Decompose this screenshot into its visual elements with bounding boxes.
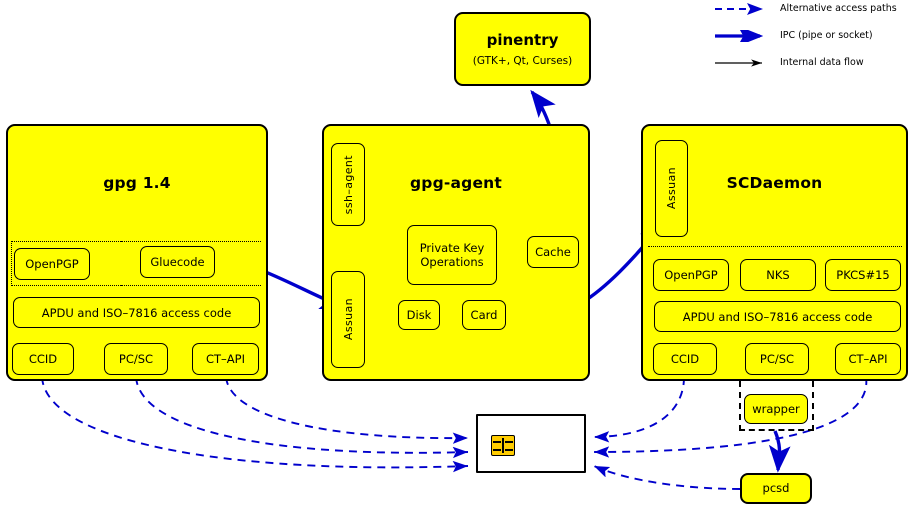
gpg-agent-card-label: Card	[470, 307, 498, 322]
legend-internal-sample	[714, 57, 772, 69]
private-key-operations-line-1: Private Key	[419, 240, 485, 255]
scdaemon-pkcs15-label: PKCS#15	[836, 267, 890, 282]
node-private-key-operations[interactable]: Private Key Operations	[407, 225, 497, 285]
node-scdaemon-openpgp[interactable]: OpenPGP	[653, 259, 729, 291]
gpg-group-frame-top-right	[121, 241, 261, 242]
gpg-group-frame-bottom-right	[121, 285, 261, 286]
node-gpg-gluecode[interactable]: Gluecode	[140, 246, 215, 278]
legend-item-internal-data-flow: Internal data flow	[714, 56, 910, 70]
legend-item-alternative-access-paths: Alternative access paths	[714, 2, 910, 16]
node-scdaemon-pcsc[interactable]: PC/SC	[745, 343, 809, 375]
private-key-operations-line-2: Operations	[420, 255, 484, 269]
pcsd-label: pcsd	[762, 481, 790, 496]
legend-ipc-sample	[714, 25, 772, 47]
gpg-1-4-title: gpg 1.4	[103, 174, 171, 192]
scdaemon-nks-label: NKS	[766, 267, 790, 282]
gpg-ccid-label: CCID	[28, 351, 58, 366]
scdaemon-title: SCDaemon	[726, 174, 823, 192]
wrapper-label: wrapper	[752, 401, 800, 416]
node-gpg-pcsc[interactable]: PC/SC	[104, 343, 168, 375]
gpg-agent-ssh-agent-label: ssh–agent	[341, 154, 355, 215]
node-gpg-agent-ssh-agent[interactable]: ssh–agent	[331, 143, 365, 226]
scdaemon-assuan-label: Assuan	[665, 167, 678, 210]
node-smartcard[interactable]	[476, 414, 586, 473]
smartcard-chip-icon	[491, 435, 515, 456]
pinentry-subtitle: (GTK+, Qt, Curses)	[472, 55, 573, 67]
scdaemon-ctapi-label: CT–API	[848, 351, 888, 366]
node-scdaemon-ccid[interactable]: CCID	[653, 343, 717, 375]
node-gpg-ccid[interactable]: CCID	[12, 343, 74, 375]
legend-label-alternative-access-paths: Alternative access paths	[780, 3, 897, 15]
node-scdaemon-pkcs15[interactable]: PKCS#15	[825, 259, 901, 291]
node-gpg-ctapi[interactable]: CT–API	[192, 343, 259, 375]
legend-label-internal-data-flow: Internal data flow	[780, 57, 864, 69]
node-scdaemon-nks[interactable]: NKS	[740, 259, 816, 291]
node-pcsd[interactable]: pcsd	[740, 473, 812, 504]
gpg-openpgp-group-frame	[11, 241, 121, 286]
pinentry-title: pinentry	[486, 31, 559, 49]
gpg-openpgp-label: OpenPGP	[25, 256, 79, 271]
wrapper-group-frame	[739, 381, 814, 431]
node-gpg-agent-cache[interactable]: Cache	[527, 236, 579, 268]
legend-label-ipc: IPC (pipe or socket)	[780, 30, 873, 42]
gpg-pcsc-label: PC/SC	[118, 351, 154, 366]
node-scdaemon-ctapi[interactable]: CT–API	[835, 343, 901, 375]
scdaemon-openpgp-label: OpenPGP	[664, 267, 718, 282]
scdaemon-pcsc-label: PC/SC	[759, 351, 795, 366]
scdaemon-apdu-label: APDU and ISO–7816 access code	[682, 309, 873, 324]
node-gpg-agent-disk[interactable]: Disk	[398, 300, 440, 330]
gpg-gluecode-label: Gluecode	[150, 254, 205, 269]
node-scdaemon-assuan[interactable]: Assuan	[655, 140, 688, 237]
node-gpg-apdu[interactable]: APDU and ISO–7816 access code	[13, 297, 260, 328]
gpg-agent-title: gpg-agent	[409, 174, 503, 192]
gpg-apdu-label: APDU and ISO–7816 access code	[41, 305, 232, 320]
node-pinentry[interactable]: pinentry (GTK+, Qt, Curses)	[454, 12, 591, 86]
legend-dashed-sample	[714, 3, 772, 15]
node-gpg-openpgp[interactable]: OpenPGP	[14, 248, 90, 280]
legend-item-ipc: IPC (pipe or socket)	[714, 25, 910, 47]
node-gpg-agent-card[interactable]: Card	[462, 300, 506, 330]
legend: Alternative access paths IPC (pipe or so…	[714, 2, 910, 70]
gpg-agent-cache-label: Cache	[535, 244, 571, 259]
node-scdaemon-apdu[interactable]: APDU and ISO–7816 access code	[654, 301, 901, 332]
gpg-ctapi-label: CT–API	[206, 351, 245, 366]
node-gpg-agent-assuan[interactable]: Assuan	[331, 271, 365, 368]
gpg-agent-assuan-label: Assuan	[341, 298, 355, 341]
node-wrapper[interactable]: wrapper	[744, 394, 808, 424]
gpg-agent-disk-label: Disk	[406, 307, 432, 322]
scdaemon-divider	[648, 246, 902, 247]
scdaemon-ccid-label: CCID	[670, 351, 700, 366]
